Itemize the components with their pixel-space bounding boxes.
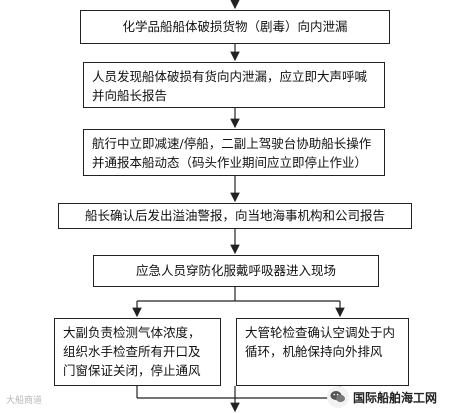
step-5-text: 应急人员穿防化服戴呼吸器进入现场 bbox=[135, 263, 336, 278]
step-3-text: 航行中立即减速/停船，二副上驾驶台协助船长操作并通报本船动态（码头作业期间应立即… bbox=[92, 136, 372, 170]
watermark-left-text: 大船商道 bbox=[6, 396, 43, 406]
branch-right-box: 大管轮检查确认空调处于内循环，机舱保持向外排风 bbox=[236, 318, 409, 386]
step-2-text: 人员发现船体破损有货向内泄漏，应立即大声呼喊并向船长报告 bbox=[92, 69, 368, 103]
branch-left-text: 大副负责检测气体浓度，组织水手检查所有开口及门窗保证关闭，停止通风 bbox=[63, 325, 201, 378]
step-4-text: 船长确认后发出溢油警报，向当地海事机构和公司报告 bbox=[84, 208, 385, 223]
step-2-box: 人员发现船体破损有货向内泄漏，应立即大声呼喊并向船长报告 bbox=[83, 62, 385, 108]
step-4-box: 船长确认后发出溢油警报，向当地海事机构和公司报告 bbox=[58, 203, 412, 229]
watermark-right: 国际船舶海工网 bbox=[327, 386, 437, 408]
step-1-text: 化学品船船体破损货物（剧毒）向内泄漏 bbox=[122, 19, 348, 34]
step-1-box: 化学品船船体破损货物（剧毒）向内泄漏 bbox=[80, 10, 390, 44]
step-3-box: 航行中立即减速/停船，二副上驾驶台协助船长操作并通报本船动态（码头作业期间应立即… bbox=[83, 129, 385, 176]
watermark-right-text: 国际船舶海工网 bbox=[353, 390, 438, 405]
wechat-icon bbox=[327, 386, 349, 408]
step-5-box: 应急人员穿防化服戴呼吸器进入现场 bbox=[93, 255, 379, 287]
branch-right-text: 大管轮检查确认空调处于内循环，机舱保持向外排风 bbox=[245, 325, 396, 359]
branch-left-box: 大副负责检测气体浓度，组织水手检查所有开口及门窗保证关闭，停止通风 bbox=[54, 318, 221, 386]
watermark-left: 大船商道 bbox=[6, 393, 42, 406]
